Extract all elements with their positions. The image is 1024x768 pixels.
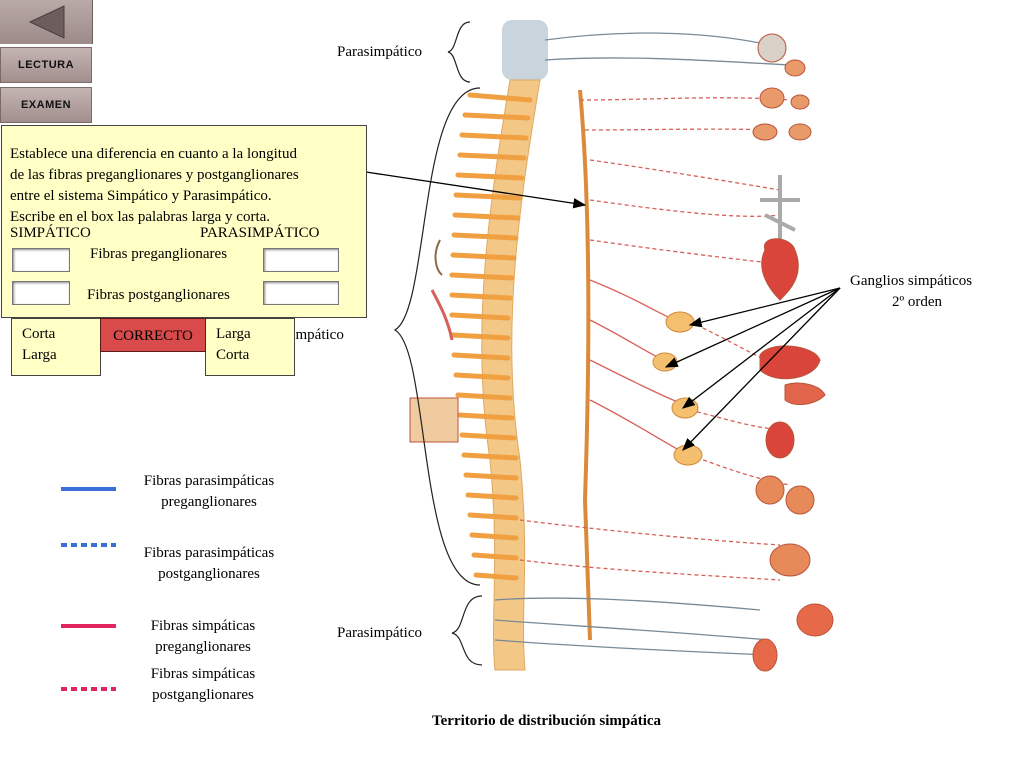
braces — [393, 21, 483, 666]
legend-item-simp-pre: Fibras simpáticas preganglionares — [113, 616, 293, 658]
label-ganglios-line2: 2º orden — [892, 294, 943, 310]
back-button[interactable] — [0, 0, 93, 44]
back-arrow-icon — [28, 5, 65, 39]
question-line-4: Escribe en el box las palabras larga y c… — [10, 209, 271, 225]
pointer-arrows — [365, 171, 841, 451]
answer-parasimpatico-post: Corta — [216, 347, 250, 363]
row-label-preganglionares: Fibras preganglionares — [90, 246, 228, 262]
label-ganglios-line1: Ganglios simpáticos — [850, 273, 973, 289]
question-text: Establece una diferencia en cuanto a la … — [10, 144, 360, 228]
answer-parasimpatico-pre: Larga — [216, 326, 251, 342]
legend-para-post-line1: Fibras parasimpáticas — [143, 545, 275, 561]
input-simpatico-preganglionares[interactable] — [12, 248, 70, 272]
legend-para-post-line2: postganglionares — [158, 566, 260, 582]
legend-simp-pre-line2: preganglionares — [155, 639, 251, 655]
input-simpatico-postganglionares[interactable] — [12, 281, 70, 305]
legend-simp-pre-line1: Fibras simpáticas — [150, 618, 256, 634]
figure-caption: Territorio de distribución simpática — [432, 713, 662, 729]
input-parasimpatico-preganglionares[interactable] — [263, 248, 339, 272]
legend-item-simp-post: Fibras simpáticas postganglionares — [113, 664, 293, 706]
label-parasimpatico-bottom: Parasimpático — [337, 625, 422, 641]
question-line-3: entre el sistema Simpático y Parasimpáti… — [10, 188, 272, 204]
column-header-simpatico: SIMPÁTICO — [10, 225, 91, 241]
question-line-1: Establece una diferencia en cuanto a la … — [10, 146, 297, 162]
question-line-2: de las fibras preganglionares y postgang… — [10, 167, 299, 183]
legend-item-para-post: Fibras parasimpáticas postganglionares — [119, 543, 299, 585]
input-parasimpatico-postganglionares[interactable] — [263, 281, 339, 305]
legend-item-para-pre: Fibras parasimpáticas preganglionares — [119, 471, 299, 513]
nerve-fibers — [494, 32, 791, 656]
sympathetic-ganglia — [652, 311, 703, 466]
organs — [409, 33, 834, 672]
examen-label: EXAMEN — [20, 99, 72, 111]
legend-simp-post-line2: postganglionares — [152, 687, 254, 703]
spinal-nerves — [449, 92, 533, 581]
answer-box-parasimpatico: Larga Corta — [205, 318, 295, 376]
examen-button[interactable]: EXAMEN — [0, 87, 92, 123]
legend-para-pre-line1: Fibras parasimpáticas — [143, 473, 275, 489]
label-parasimpatico-top: Parasimpático — [337, 44, 422, 60]
legend-para-pre-line2: preganglionares — [161, 494, 257, 510]
legend-simp-post-line1: Fibras simpáticas — [150, 666, 256, 682]
skull-base — [502, 20, 548, 80]
correcto-button[interactable]: CORRECTO — [100, 318, 206, 352]
label-simpatico: Simpático — [283, 327, 344, 343]
correcto-label: CORRECTO — [113, 328, 193, 344]
answer-box-simpatico: Corta Larga — [11, 318, 101, 376]
row-label-postganglionares: Fibras postganglionares — [87, 287, 230, 303]
answer-simpatico-post: Larga — [22, 347, 57, 363]
lectura-button[interactable]: LECTURA — [0, 47, 92, 83]
sympathetic-chain — [578, 89, 592, 641]
legend-swatches — [61, 487, 116, 691]
column-header-parasimpatico: PARASIMPÁTICO — [200, 225, 320, 241]
spinal-column — [481, 79, 541, 671]
lectura-label: LECTURA — [17, 59, 75, 71]
answer-simpatico-pre: Corta — [22, 326, 56, 342]
